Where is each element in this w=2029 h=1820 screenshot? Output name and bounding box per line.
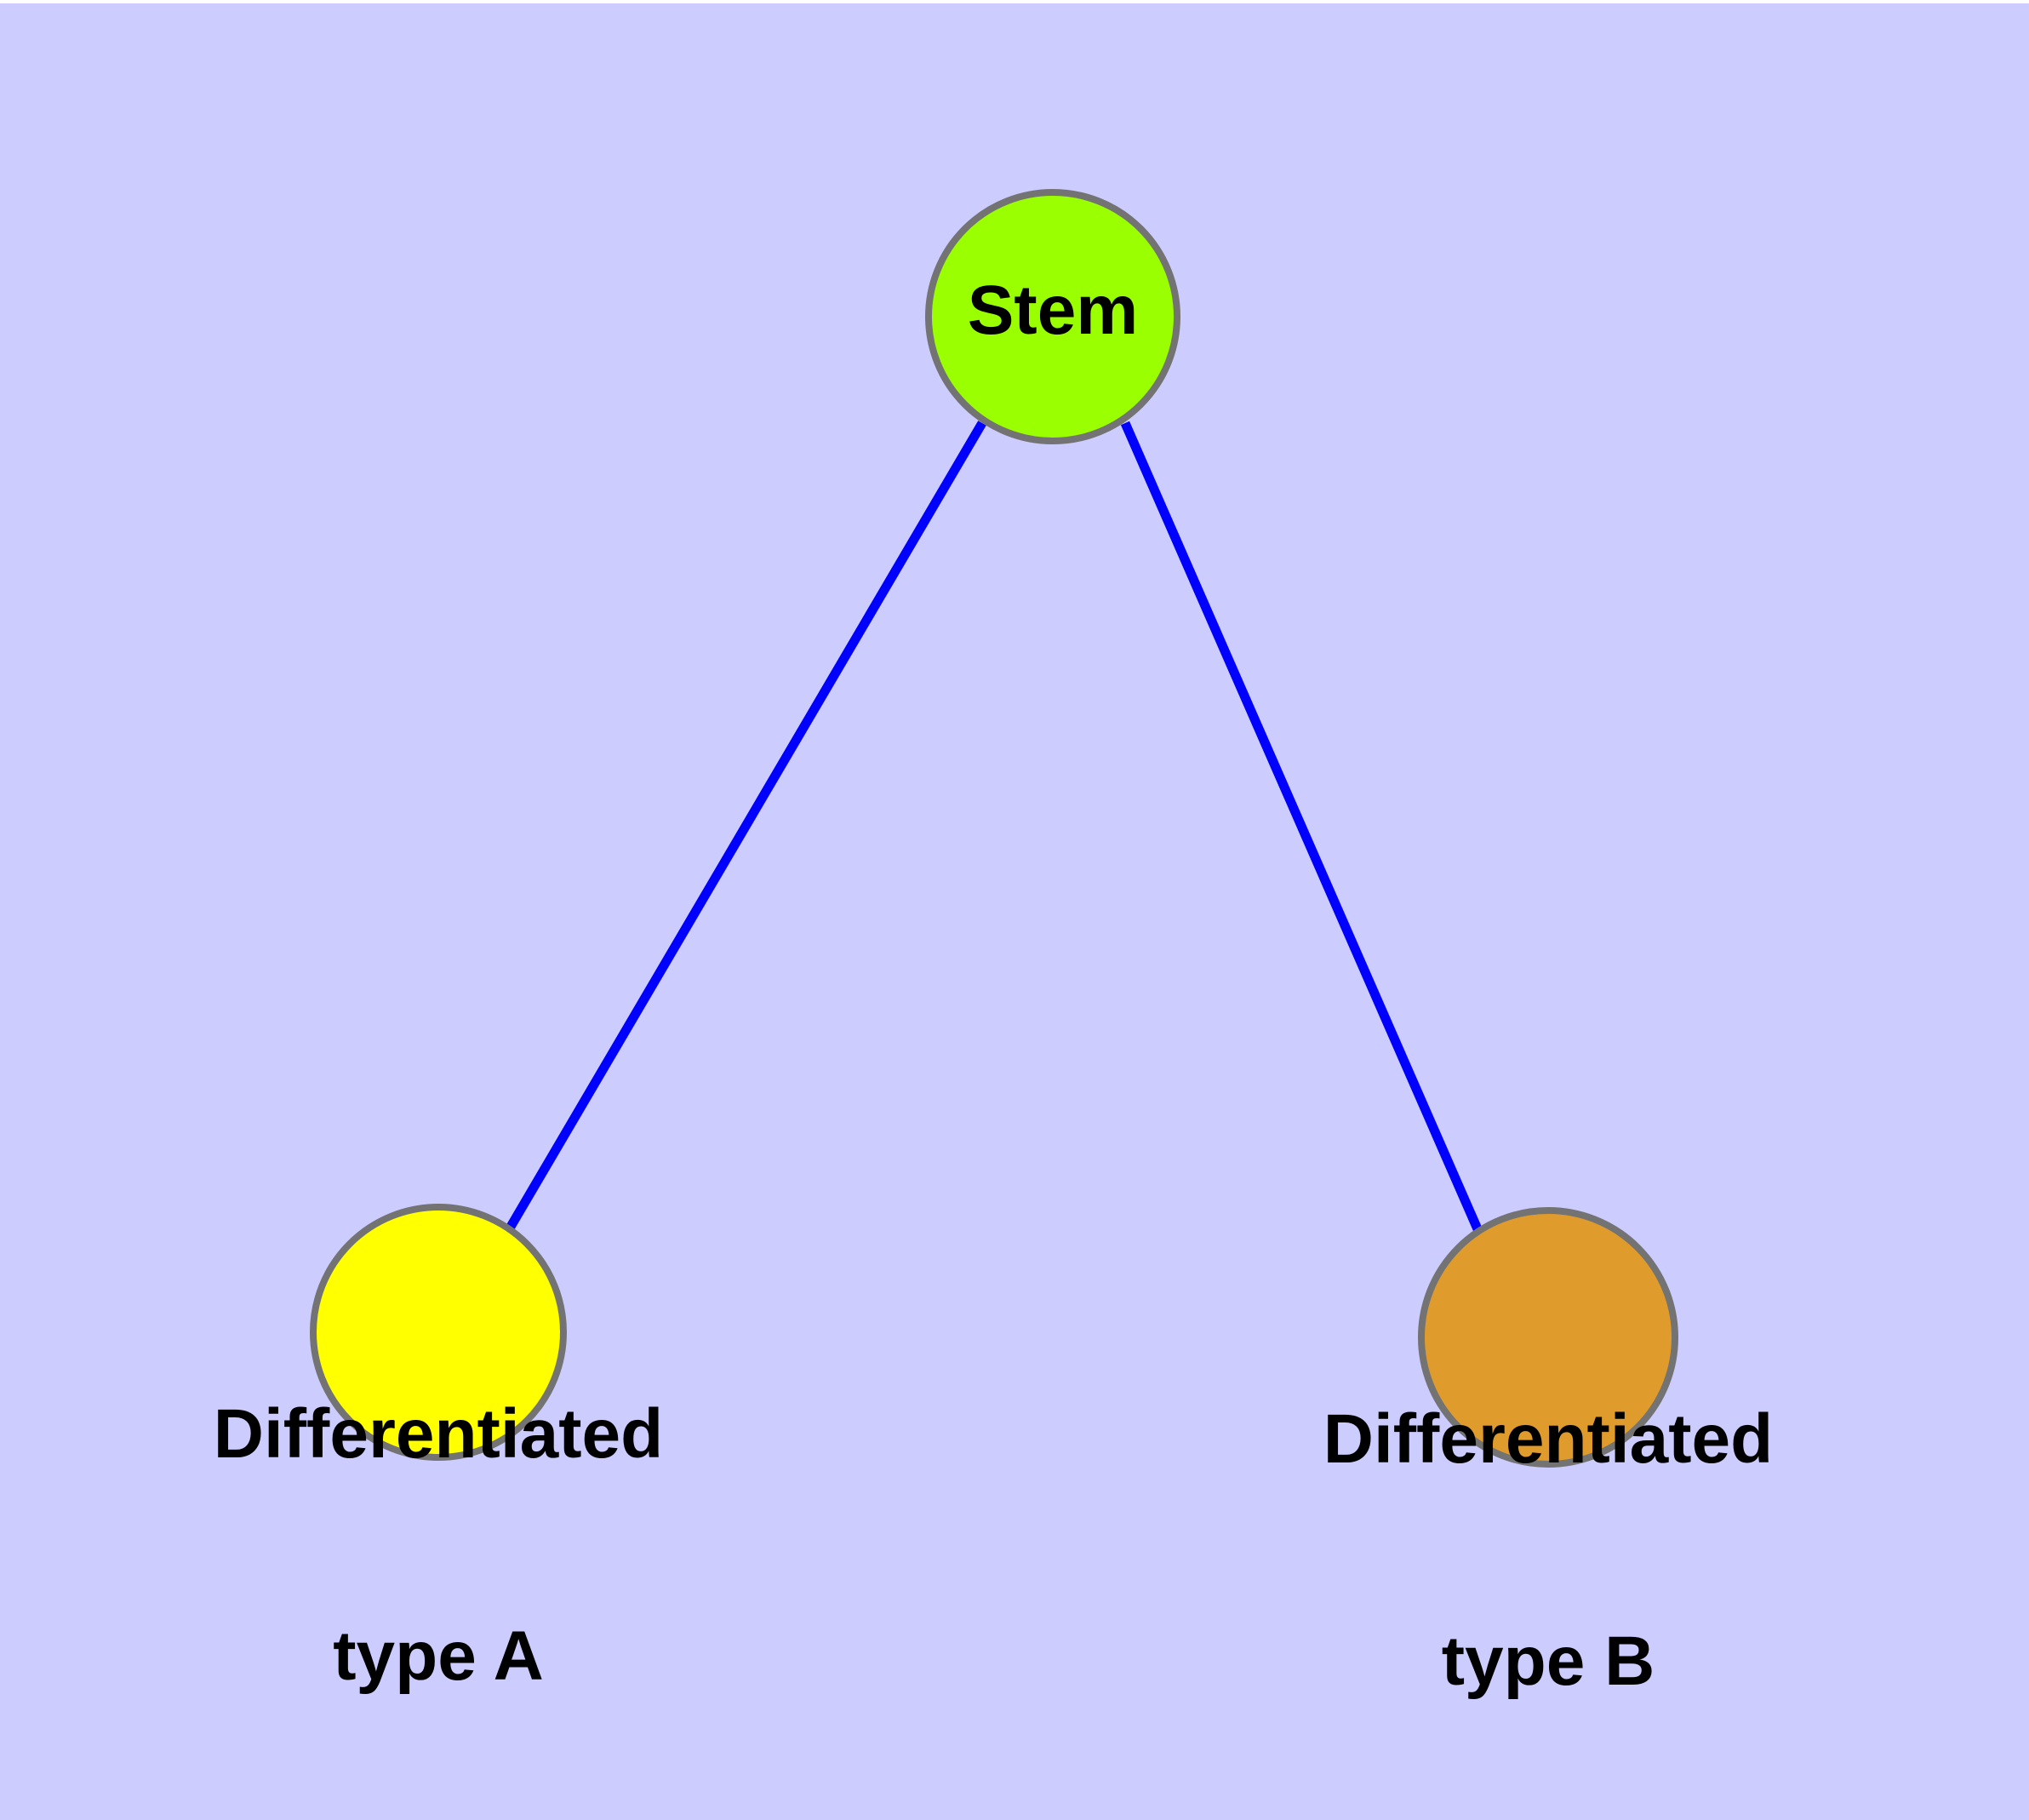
node-stem-circle[interactable] <box>925 189 1180 444</box>
edge-stem-to-diff-a <box>506 421 986 1229</box>
edge-layer <box>506 421 1483 1233</box>
node-diff-b-circle[interactable] <box>1418 1207 1678 1468</box>
node-diff-a-circle[interactable] <box>310 1204 567 1461</box>
node-layer <box>310 189 1678 1468</box>
edge-stem-to-diff-b <box>1120 421 1483 1233</box>
